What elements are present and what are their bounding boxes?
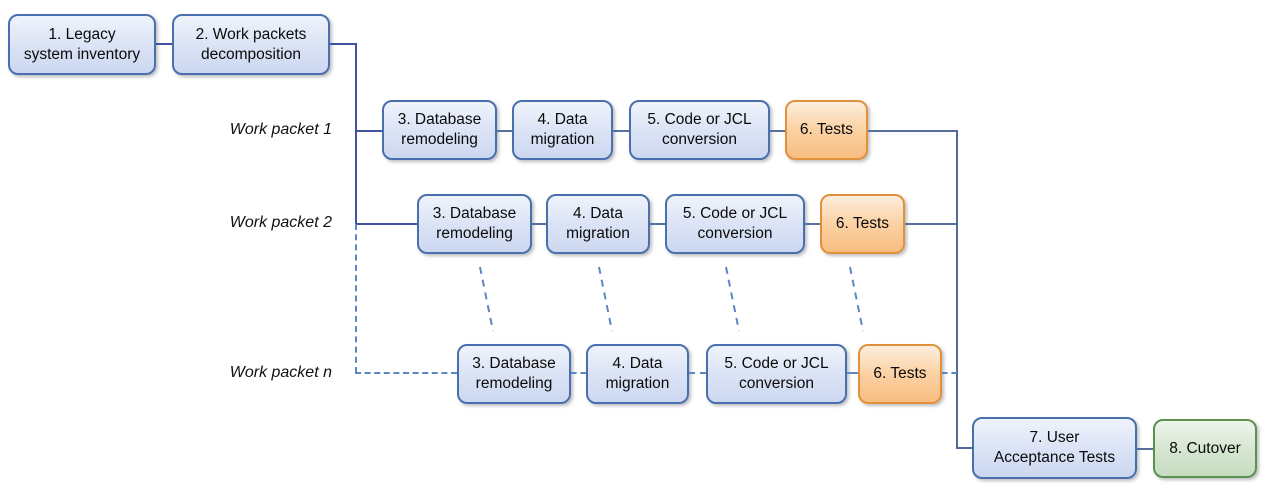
connector-wp2-tests-to-trunk bbox=[905, 223, 957, 225]
node-wpn-code-jcl-conversion: 5. Code or JCL conversion bbox=[706, 344, 847, 404]
connector-trunk-to-uat bbox=[956, 447, 972, 449]
connector-wp2-conversion-to-tests bbox=[805, 223, 820, 225]
connector-trunk-to-wpn bbox=[355, 372, 457, 374]
node-wp1-tests: 6. Tests bbox=[785, 100, 868, 160]
connector-trunk-to-wp2 bbox=[355, 223, 417, 225]
connector-wp1-db-to-migration bbox=[497, 130, 512, 132]
connector-legacy-to-decomposition bbox=[156, 43, 172, 45]
connector-left-trunk-solid bbox=[355, 43, 357, 224]
row-label-work-packet-2: Work packet 2 bbox=[229, 214, 332, 231]
connector-wp1-migration-to-conversion bbox=[613, 130, 629, 132]
connector-right-trunk bbox=[956, 130, 958, 448]
node-user-acceptance-tests: 7. User Acceptance Tests bbox=[972, 417, 1137, 479]
node-wp1-code-jcl-conversion: 5. Code or JCL conversion bbox=[629, 100, 770, 160]
connector-trunk-to-wp1 bbox=[355, 130, 382, 132]
node-wp1-database-remodeling: 3. Database remodeling bbox=[382, 100, 497, 160]
node-legacy-system-inventory: 1. Legacy system inventory bbox=[8, 14, 156, 75]
node-work-packets-decomposition: 2. Work packets decomposition bbox=[172, 14, 330, 75]
node-wpn-data-migration: 4. Data migration bbox=[586, 344, 689, 404]
node-wp1-data-migration: 4. Data migration bbox=[512, 100, 613, 160]
connector-left-trunk-dashed bbox=[355, 224, 357, 373]
dashed-diagonal-tests bbox=[849, 266, 864, 332]
dashed-diagonal-db bbox=[479, 266, 494, 332]
connector-wp2-migration-to-conversion bbox=[650, 223, 665, 225]
row-label-work-packet-1: Work packet 1 bbox=[229, 121, 332, 138]
connector-uat-to-cutover bbox=[1137, 448, 1153, 450]
connector-wp2-db-to-migration bbox=[532, 223, 546, 225]
connector-wpn-migration-to-conversion bbox=[689, 372, 706, 374]
connector-wpn-conversion-to-tests bbox=[847, 372, 858, 374]
node-wp2-code-jcl-conversion: 5. Code or JCL conversion bbox=[665, 194, 805, 254]
row-label-work-packet-n: Work packet n bbox=[229, 364, 332, 381]
node-wpn-tests: 6. Tests bbox=[858, 344, 942, 404]
connector-wpn-tests-to-trunk bbox=[942, 372, 957, 374]
dashed-diagonal-migration bbox=[598, 266, 613, 332]
node-wp2-data-migration: 4. Data migration bbox=[546, 194, 650, 254]
connector-wp1-tests-to-trunk bbox=[868, 130, 957, 132]
node-wp2-database-remodeling: 3. Database remodeling bbox=[417, 194, 532, 254]
dashed-diagonal-conversion bbox=[725, 266, 740, 332]
connector-wp1-conversion-to-tests bbox=[770, 130, 785, 132]
node-wp2-tests: 6. Tests bbox=[820, 194, 905, 254]
connector-decomposition-to-trunk bbox=[330, 43, 357, 45]
node-wpn-database-remodeling: 3. Database remodeling bbox=[457, 344, 571, 404]
connector-wpn-db-to-migration bbox=[571, 372, 586, 374]
node-cutover: 8. Cutover bbox=[1153, 419, 1257, 478]
